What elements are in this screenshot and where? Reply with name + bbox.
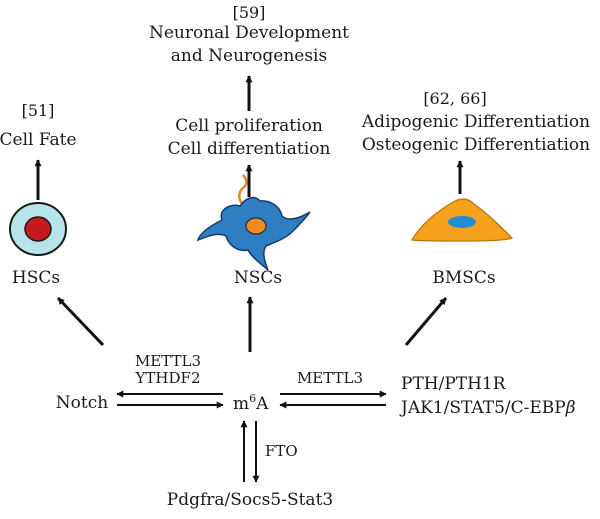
jak-label: JAK1/STAT5/C-EBPβ (399, 398, 576, 418)
bmsc-reference: [62, 66] (423, 89, 486, 108)
hsc-cell-icon (9, 202, 67, 256)
hsc-outcome-label: Cell Fate (0, 130, 77, 150)
bmsc-label: BMSCs (432, 268, 495, 288)
pdgfra-label: Pdgfra/Socs5-Stat3 (167, 490, 333, 510)
m6a-sup: 6 (249, 392, 256, 405)
down-regulator-fto: FTO (265, 442, 298, 460)
nsc-cell-icon (196, 174, 311, 271)
nsc-label: NSCs (234, 268, 282, 288)
hsc-reference: [51] (22, 101, 55, 120)
left-regulator-ythdf2: YTHDF2 (135, 369, 201, 387)
arrow-to-hsc (56, 296, 105, 347)
nsc-mid-label-line1: Cell proliferation (175, 116, 323, 136)
jak-label-beta: β (565, 398, 576, 418)
arrow-to-bmsc (404, 297, 448, 346)
svg-text:m6A: m6A (233, 392, 269, 414)
nsc-outcome-label-line2: and Neurogenesis (171, 46, 327, 66)
pth-label: PTH/PTH1R (401, 374, 507, 394)
nsc-mid-label-line2: Cell differentiation (168, 139, 331, 159)
bmsc-cell-icon (411, 198, 514, 242)
hsc-label: HSCs (12, 268, 60, 288)
m6a-m: m (233, 394, 249, 414)
nsc-outcome-label-line1: Neuronal Development (149, 23, 349, 43)
nsc-reference: [59] (233, 3, 266, 22)
jak-label-prefix: JAK1/STAT5/C-EBP (399, 398, 566, 418)
notch-label: Notch (56, 393, 108, 413)
m6a-a: A (255, 394, 269, 414)
right-regulator-mettl3: METTL3 (297, 369, 363, 387)
bmsc-outcome-label-line2: Osteogenic Differentiation (362, 135, 590, 155)
m6a-label: m6A (233, 392, 269, 414)
left-regulator-mettl3: METTL3 (135, 352, 201, 370)
bmsc-outcome-label-line1: Adipogenic Differentiation (361, 112, 590, 132)
